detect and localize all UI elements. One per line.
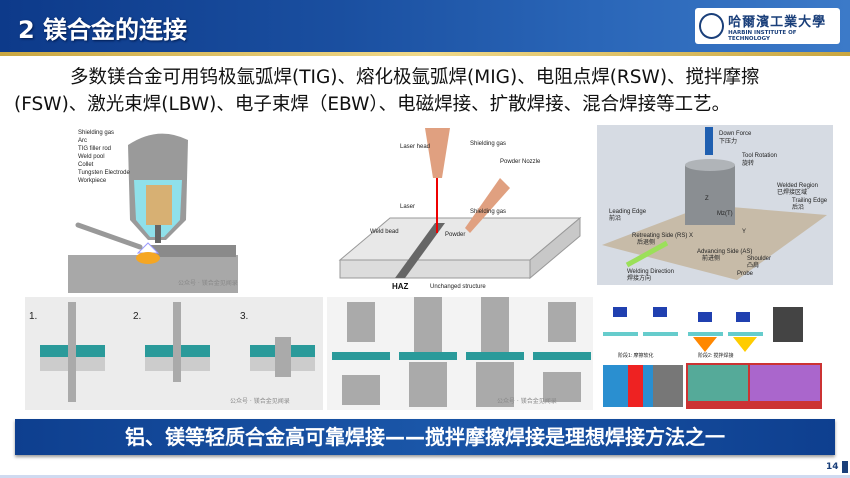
watermark: 公众号 · 镁合金见闻录	[230, 397, 290, 405]
tig-legend-1: Shielding gas	[78, 130, 114, 136]
fsw-label: Welding Direction	[627, 269, 674, 275]
fsw-label: Probe	[737, 271, 754, 277]
fsw-label: 旋转	[742, 159, 754, 167]
stage-1-label: 阶段1: 摩擦软化	[618, 352, 654, 359]
tig-welding-diagram: Shielding gas Arc TIG filler rod Weld po…	[68, 125, 238, 293]
rivet-step-2: 2.	[133, 311, 141, 322]
logo-name-en: HARBIN INSTITUTE OF TECHNOLOGY	[728, 29, 797, 42]
laser-label-powder: Powder	[445, 232, 465, 238]
body-text: 多数镁合金可用钨极氩弧焊(TIG)、熔化极氩弧焊(MIG)、电阻点焊(RSW)、…	[14, 64, 840, 118]
university-logo: 哈爾濱工業大學 HARBIN INSTITUTE OF TECHNOLOGY	[695, 8, 840, 44]
fsw-stages-micrograph: 阶段1: 摩擦软化 阶段2: 搅拌焊接	[598, 297, 826, 410]
fsw-diagram: Down Force 下压力 Tool Rotation 旋转 Welded R…	[597, 125, 833, 285]
fsw-axis-y: Y	[742, 229, 746, 235]
page-number: 14	[826, 462, 839, 472]
clinching-diagram: 公众号 · 镁合金见闻录	[327, 297, 593, 410]
fsw-label: Tool Rotation	[742, 153, 777, 159]
laser-label-unchanged: Unchanged structure	[430, 284, 486, 290]
laser-welding-diagram: Laser head Shielding gas Powder Nozzle L…	[330, 128, 595, 293]
laser-label-haz: HAZ	[392, 282, 409, 291]
body-line-2: (FSW)、激光束焊(LBW)、电子束焊（EBW）、电磁焊接、扩散焊接、混合焊接…	[14, 94, 731, 115]
fsw-label: 后沿	[792, 203, 804, 211]
body-line-1: 多数镁合金可用钨极氩弧焊(TIG)、熔化极氩弧焊(MIG)、电阻点焊(RSW)、…	[70, 67, 760, 88]
fsw-label: 下压力	[719, 137, 737, 145]
laser-label-gas2: Shielding gas	[470, 209, 506, 215]
rivet-step-3: 3.	[240, 311, 248, 322]
fsw-label: 后退侧	[637, 238, 655, 246]
slide-title: 2 镁合金的连接	[18, 16, 188, 44]
tig-legend-7: Workpiece	[78, 178, 107, 184]
watermark: 公众号 · 镁合金见闻录	[497, 397, 557, 405]
fsw-label: Advancing Side (AS)	[697, 249, 752, 255]
fsw-label: 前沿	[609, 214, 621, 222]
fsw-axis-z: Z	[705, 196, 709, 202]
laser-label-nozzle: Powder Nozzle	[500, 159, 541, 165]
fsw-label: Welded Region	[777, 183, 818, 189]
tig-legend-5: Collet	[78, 162, 94, 168]
fsw-label: Shoulder	[747, 256, 771, 262]
fsw-label: 前进侧	[702, 254, 720, 262]
header-divider	[0, 52, 850, 56]
tig-legend-2: Arc	[78, 138, 87, 144]
tig-legend-3: TIG filler rod	[78, 146, 111, 152]
watermark: 公众号 · 镁合金见闻录	[178, 279, 238, 287]
rivet-steps-diagram: 1. 2. 3. 公众号 · 镁合金见闻录	[25, 297, 323, 410]
laser-label-gas: Shielding gas	[470, 141, 506, 147]
fsw-label: Leading Edge	[609, 209, 647, 215]
laser-label-head: Laser head	[400, 144, 430, 150]
rivet-step-1: 1.	[29, 311, 37, 322]
tig-legend-4: Weld pool	[78, 154, 105, 160]
stage-2-label: 阶段2: 搅拌焊接	[698, 352, 734, 359]
laser-label-bead: Weld bead	[370, 229, 399, 235]
fsw-axis-x: X	[689, 233, 693, 239]
fsw-moment: Mz(T)	[717, 211, 733, 217]
laser-label-laser: Laser	[400, 204, 415, 210]
logo-name-cn: 哈爾濱工業大學	[728, 14, 827, 30]
conclusion-banner: 铝、镁等轻质合金高可靠焊接——搅拌摩擦焊接是理想焊接方法之一	[15, 419, 835, 455]
fsw-label: 凸肩	[747, 261, 759, 269]
fsw-label: Down Force	[719, 131, 752, 137]
footer-line	[0, 475, 850, 478]
emblem-icon	[699, 13, 725, 39]
fsw-label: Trailing Edge	[792, 198, 828, 204]
fsw-label: 已焊接区域	[777, 188, 807, 196]
fsw-label: 焊接方向	[627, 274, 651, 282]
page-number-marker	[842, 461, 848, 473]
fsw-label: Retreating Side (RS)	[632, 233, 687, 239]
tig-legend-6: Tungsten Electrode	[78, 170, 130, 176]
